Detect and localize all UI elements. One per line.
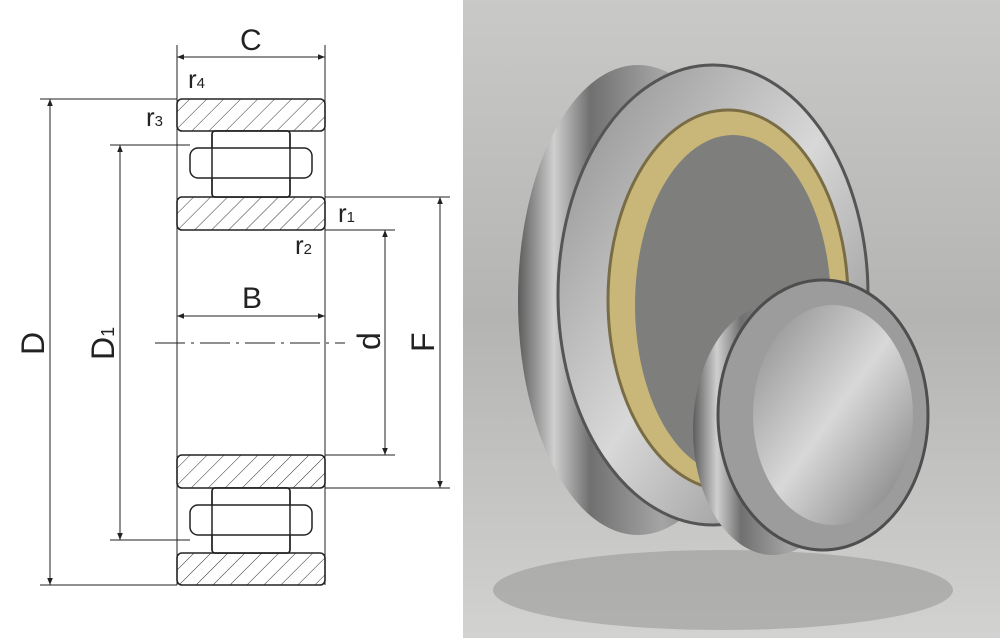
bearing-technical-drawing: C B r4 r3 r1 r2 D D1 d F: [15, 24, 450, 586]
inner-ring-top: [176, 196, 326, 231]
cage-bottom: [189, 504, 313, 536]
inner-ring-bottom: [176, 454, 326, 489]
label-r4-sub: 4: [197, 75, 205, 92]
outer-ring-top: [176, 98, 326, 132]
label-r4: r: [188, 64, 197, 94]
label-r2-sub: 2: [304, 241, 312, 258]
label-F: F: [405, 332, 441, 352]
label-C: C: [240, 24, 262, 57]
label-D: D: [15, 332, 51, 355]
label-B: B: [242, 282, 262, 315]
label-r1: r: [338, 198, 347, 228]
svg-text:r1: r1: [338, 198, 355, 228]
label-d: d: [351, 332, 387, 350]
label-r3: r: [146, 102, 155, 132]
label-D1: D: [85, 337, 121, 360]
outer-ring-bottom: [176, 552, 326, 586]
cage-top: [189, 147, 313, 179]
label-r1-sub: 1: [347, 209, 355, 226]
label-r2: r: [295, 230, 304, 260]
svg-text:r2: r2: [295, 230, 312, 260]
svg-text:r3: r3: [146, 102, 163, 132]
label-D1-sub: 1: [98, 327, 118, 337]
svg-text:r4: r4: [188, 64, 205, 94]
svg-text:D1: D1: [85, 327, 121, 360]
label-r3-sub: 3: [155, 113, 163, 130]
inner-ring: [693, 278, 930, 555]
bearing-photo: [463, 0, 1000, 638]
